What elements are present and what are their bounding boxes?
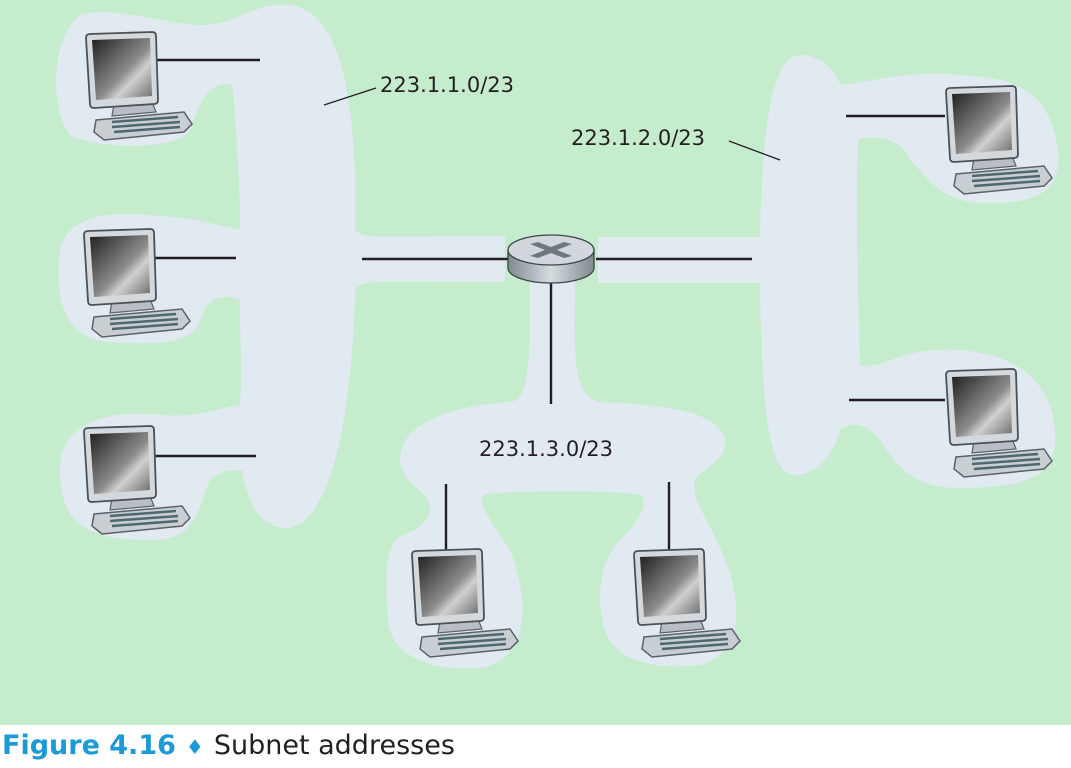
leader-left bbox=[323, 87, 377, 106]
subnet-cloud-right bbox=[598, 55, 1059, 488]
subnet-cloud-left bbox=[56, 4, 506, 541]
router-icon bbox=[507, 234, 595, 284]
network-diagram bbox=[56, 4, 1059, 669]
figure-title: Subnet addresses bbox=[213, 730, 455, 761]
figure-number: Figure 4.16 bbox=[2, 730, 176, 761]
subnet-label-bottom: 223.1.3.0/23 bbox=[479, 437, 613, 461]
links bbox=[155, 58, 945, 552]
subnet-label-left: 223.1.1.0/23 bbox=[380, 73, 514, 97]
diagram-canvas: 223.1.1.0/23 223.1.2.0/23 223.1.3.0/23 bbox=[0, 0, 1071, 725]
figure-caption: Figure 4.16 ♦ Subnet addresses bbox=[2, 726, 455, 766]
leader-right bbox=[728, 140, 781, 161]
diamond-icon: ♦ bbox=[185, 735, 204, 759]
subnet-label-right: 223.1.2.0/23 bbox=[571, 126, 705, 150]
